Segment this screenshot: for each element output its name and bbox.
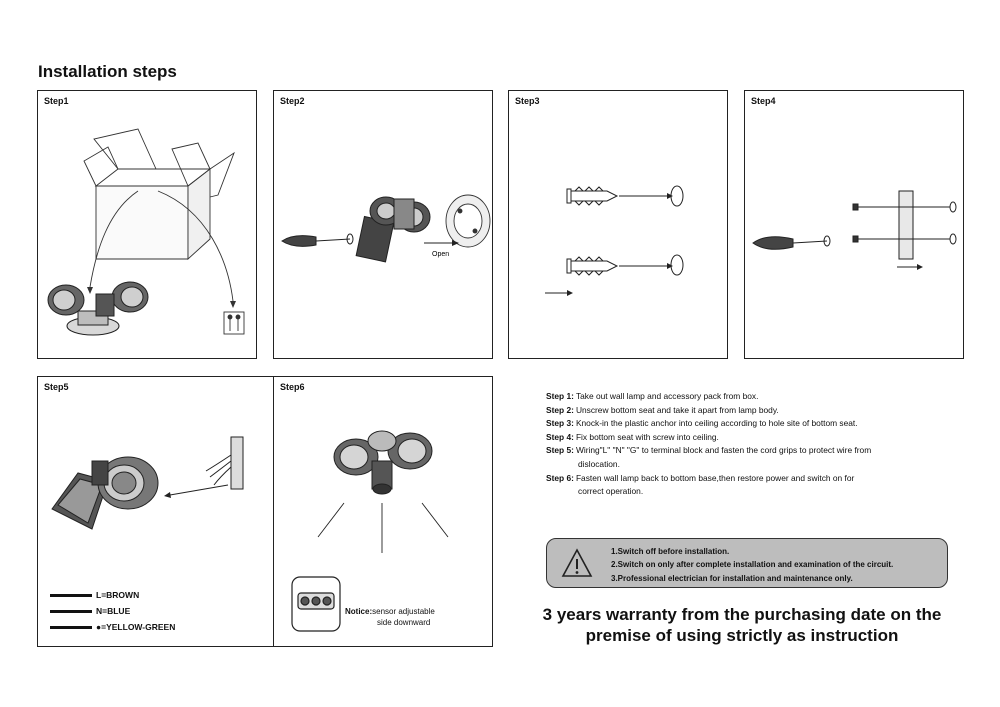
step3-illustration	[545, 185, 684, 296]
step-3-text: Knock-in the plastic anchor into ceiling…	[575, 418, 858, 429]
step-5-key: Step 5:	[546, 445, 574, 456]
notice-text: Notice:sensor adjustable side downward	[345, 606, 435, 628]
step-5-row: Step 5: Wiring"L" "N" "G" to terminal bl…	[546, 444, 966, 458]
step-1-row: Step 1: Take out wall lamp and accessory…	[546, 390, 966, 404]
steps-list: Step 1: Take out wall lamp and accessory…	[546, 390, 966, 499]
step-6-text: Fasten wall lamp back to bottom base,the…	[575, 472, 855, 483]
step1-panel: Step1	[37, 90, 257, 359]
notice-text-line1: sensor adjustable	[372, 607, 435, 616]
step3-label: Step3	[515, 96, 540, 106]
wire-legend: L=BROWN N=BLUE ●=YELLOW-GREEN	[50, 587, 175, 635]
step5-illustration	[51, 436, 244, 530]
step5-label: Step5	[44, 382, 69, 392]
wire-brown-swatch	[50, 593, 92, 597]
warning-line-2: 2.Switch on only after complete installa…	[611, 560, 894, 570]
warranty-line-1: 3 years warranty from the purchasing dat…	[542, 605, 942, 624]
step4-illustration	[752, 190, 957, 270]
step-6-key: Step 6:	[546, 472, 574, 483]
step1-label: Step1	[44, 96, 69, 106]
step1-illustration	[47, 128, 245, 336]
warning-triangle-icon	[561, 548, 593, 577]
wire-brown-label: L=BROWN	[96, 590, 140, 600]
warning-line-3: 3.Professional electrician for installat…	[611, 573, 853, 583]
warranty-statement: 3 years warranty from the purchasing dat…	[520, 604, 964, 646]
warranty-line-2: premise of using strictly as instruction	[585, 626, 899, 645]
warning-lines: 1.Switch off before installation. 2.Swit…	[611, 545, 893, 585]
step2-label: Step2	[280, 96, 305, 106]
step4-label: Step4	[751, 96, 776, 106]
step-6-continuation: correct operation.	[578, 486, 644, 497]
step3-panel: Step3	[508, 90, 728, 359]
wire-brown-row: L=BROWN	[50, 587, 175, 603]
step4-panel: Step4	[744, 90, 964, 359]
wire-blue-row: N=BLUE	[50, 603, 175, 619]
step-5-continuation: dislocation.	[578, 458, 620, 469]
wire-ground-swatch	[50, 625, 92, 629]
step-4-row: Step 4: Fix bottom seat with screw into …	[546, 431, 966, 445]
step-1-key: Step 1:	[546, 391, 574, 401]
wire-blue-swatch	[50, 609, 92, 613]
step-3-key: Step 3:	[546, 418, 574, 429]
step6-panel: Step6 Notice:sensor adjustable side down…	[273, 376, 493, 647]
wire-ground-row: ●=YELLOW-GREEN	[50, 619, 175, 635]
warning-line-1: 1.Switch off before installation.	[611, 547, 730, 556]
step-1-text: Take out wall lamp and accessory pack fr…	[575, 391, 759, 401]
step2-illustration: Open	[281, 194, 491, 263]
step2-panel: Step2 Open	[273, 90, 493, 359]
step-2-row: Step 2: Unscrew bottom seat and take it …	[546, 404, 966, 418]
step-2-text: Unscrew bottom seat and take it apart fr…	[575, 404, 779, 415]
step-6-row: Step 6: Fasten wall lamp back to bottom …	[546, 472, 966, 486]
open-label: Open	[432, 251, 449, 258]
step-4-key: Step 4:	[546, 431, 574, 442]
notice-text-line2: side downward	[377, 618, 431, 627]
warning-box: 1.Switch off before installation. 2.Swit…	[546, 538, 948, 588]
step-2-key: Step 2:	[546, 404, 574, 415]
step6-illustration	[291, 430, 449, 632]
notice-line1: Notice:sensor adjustable	[345, 606, 435, 617]
notice-label: Notice:	[345, 607, 373, 616]
wire-blue-label: N=BLUE	[96, 606, 131, 616]
page-title: Installation steps	[38, 62, 177, 81]
step-5-text: Wiring"L" "N" "G" to terminal block and …	[575, 445, 872, 456]
wire-ground-label: ●=YELLOW-GREEN	[96, 622, 176, 632]
step6-label: Step6	[280, 382, 305, 392]
step-4-text: Fix bottom seat with screw into ceiling.	[575, 431, 719, 442]
step-3-row: Step 3: Knock-in the plastic anchor into…	[546, 417, 966, 431]
